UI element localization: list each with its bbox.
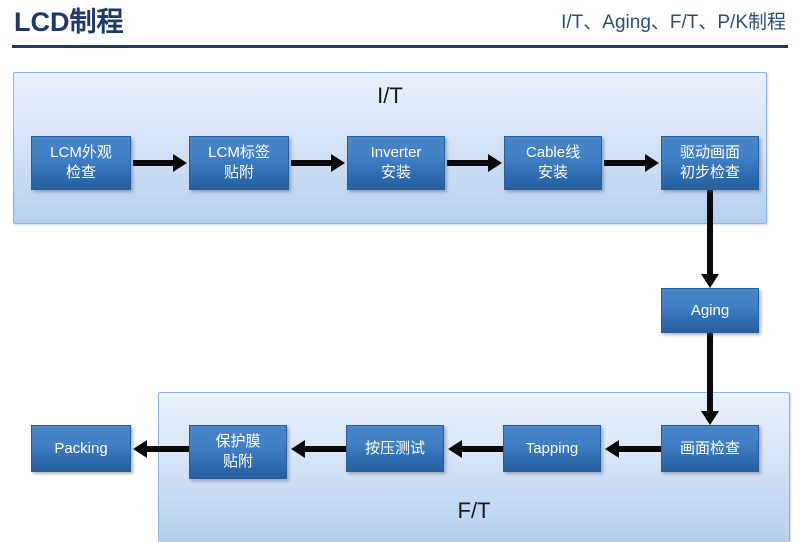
node-label: Packing — [54, 439, 108, 457]
arrow-head-ft-4 — [133, 440, 147, 458]
arrow-shaft-it-to-aging — [707, 190, 713, 274]
node-label: 保护膜贴附 — [215, 433, 261, 470]
process-node-aging[interactable]: Aging — [661, 288, 759, 333]
process-node-screen-check[interactable]: 画面检查 — [661, 425, 759, 472]
arrow-head-it-1 — [173, 154, 187, 172]
node-label: LCM标签贴附 — [208, 144, 270, 181]
process-node-tapping[interactable]: Tapping — [503, 425, 601, 472]
arrow-shaft-ft-4 — [147, 446, 189, 452]
arrow-shaft-it-4 — [604, 160, 645, 166]
node-label: 驱动画面初步检查 — [679, 144, 740, 181]
arrow-head-it-4 — [645, 154, 659, 172]
process-node-lcm-appearance-check[interactable]: LCM外观检查 — [31, 136, 131, 190]
header-divider — [12, 45, 788, 48]
node-label: Cable线安装 — [525, 144, 581, 181]
page-title: LCD制程 — [14, 7, 124, 37]
group-label-ft: F/T — [457, 498, 491, 523]
process-node-protective-film-attach[interactable]: 保护膜贴附 — [189, 425, 287, 479]
process-node-packing[interactable]: Packing — [31, 425, 131, 472]
group-label-it: I/T — [377, 83, 403, 108]
process-node-press-test[interactable]: 按压测试 — [346, 425, 444, 472]
slide-header: LCD制程 I/T、Aging、F/T、P/K制程 — [0, 0, 800, 52]
node-label: Tapping — [525, 439, 579, 457]
process-node-drive-screen-preliminary-check[interactable]: 驱动画面初步检查 — [661, 136, 759, 190]
node-label: LCM外观检查 — [50, 144, 112, 181]
arrow-shaft-it-2 — [291, 160, 331, 166]
arrow-head-it-3 — [488, 154, 502, 172]
arrow-shaft-ft-3 — [305, 446, 346, 452]
node-label: Aging — [690, 301, 730, 319]
arrow-shaft-it-1 — [133, 160, 173, 166]
arrow-head-it-2 — [331, 154, 345, 172]
arrow-shaft-ft-2 — [462, 446, 503, 452]
process-node-lcm-label-attach[interactable]: LCM标签贴附 — [189, 136, 289, 190]
arrow-head-aging-to-ft — [701, 411, 719, 425]
process-node-cable-install[interactable]: Cable线安装 — [504, 136, 602, 190]
node-label: 画面检查 — [679, 439, 740, 457]
arrow-head-ft-1 — [605, 440, 619, 458]
arrow-shaft-ft-1 — [619, 446, 661, 452]
arrow-shaft-aging-to-ft — [707, 333, 713, 411]
arrow-head-ft-2 — [448, 440, 462, 458]
arrow-shaft-it-3 — [447, 160, 488, 166]
arrow-head-it-to-aging — [701, 274, 719, 288]
page-subtitle: I/T、Aging、F/T、P/K制程 — [561, 12, 786, 33]
node-label: 按压测试 — [364, 439, 425, 457]
arrow-head-ft-3 — [291, 440, 305, 458]
